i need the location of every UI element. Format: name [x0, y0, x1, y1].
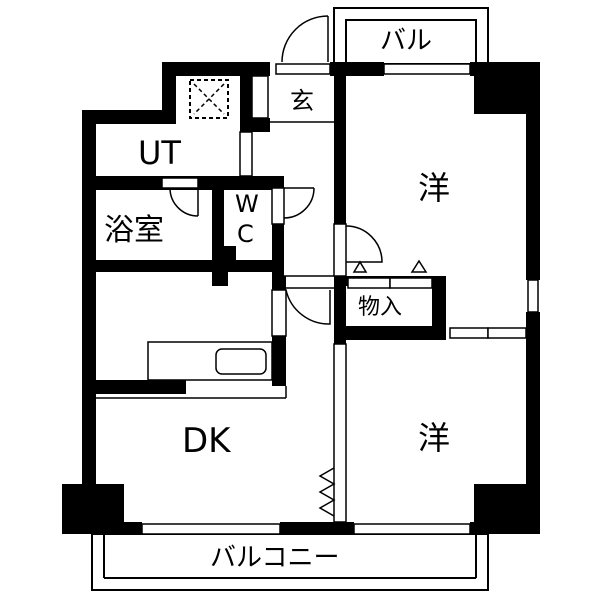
room-label-western-1: 洋	[418, 169, 451, 207]
closet-markers	[352, 259, 428, 273]
room-label-dk: DK	[182, 421, 231, 461]
room-label-wc-w: W	[235, 190, 259, 218]
room-label-wc-c: C	[237, 220, 254, 248]
room-label-western-2: 洋	[418, 419, 451, 457]
kitchen-counter	[147, 341, 273, 381]
room-label-storage: 物入	[358, 295, 403, 320]
room-label-entrance: 玄	[290, 87, 314, 115]
room-label-main-balcony: バルコニー	[210, 543, 340, 573]
room-label-ut: UT	[138, 134, 181, 172]
accordion-door-icon	[318, 467, 336, 517]
doors	[169, 15, 383, 325]
washer-pan-icon	[189, 79, 229, 119]
exterior-walls	[62, 62, 540, 534]
partitions	[96, 75, 527, 523]
room-label-small-balcony: バル	[380, 26, 433, 56]
windows	[141, 63, 539, 535]
room-label-bath: 浴室	[104, 213, 164, 248]
